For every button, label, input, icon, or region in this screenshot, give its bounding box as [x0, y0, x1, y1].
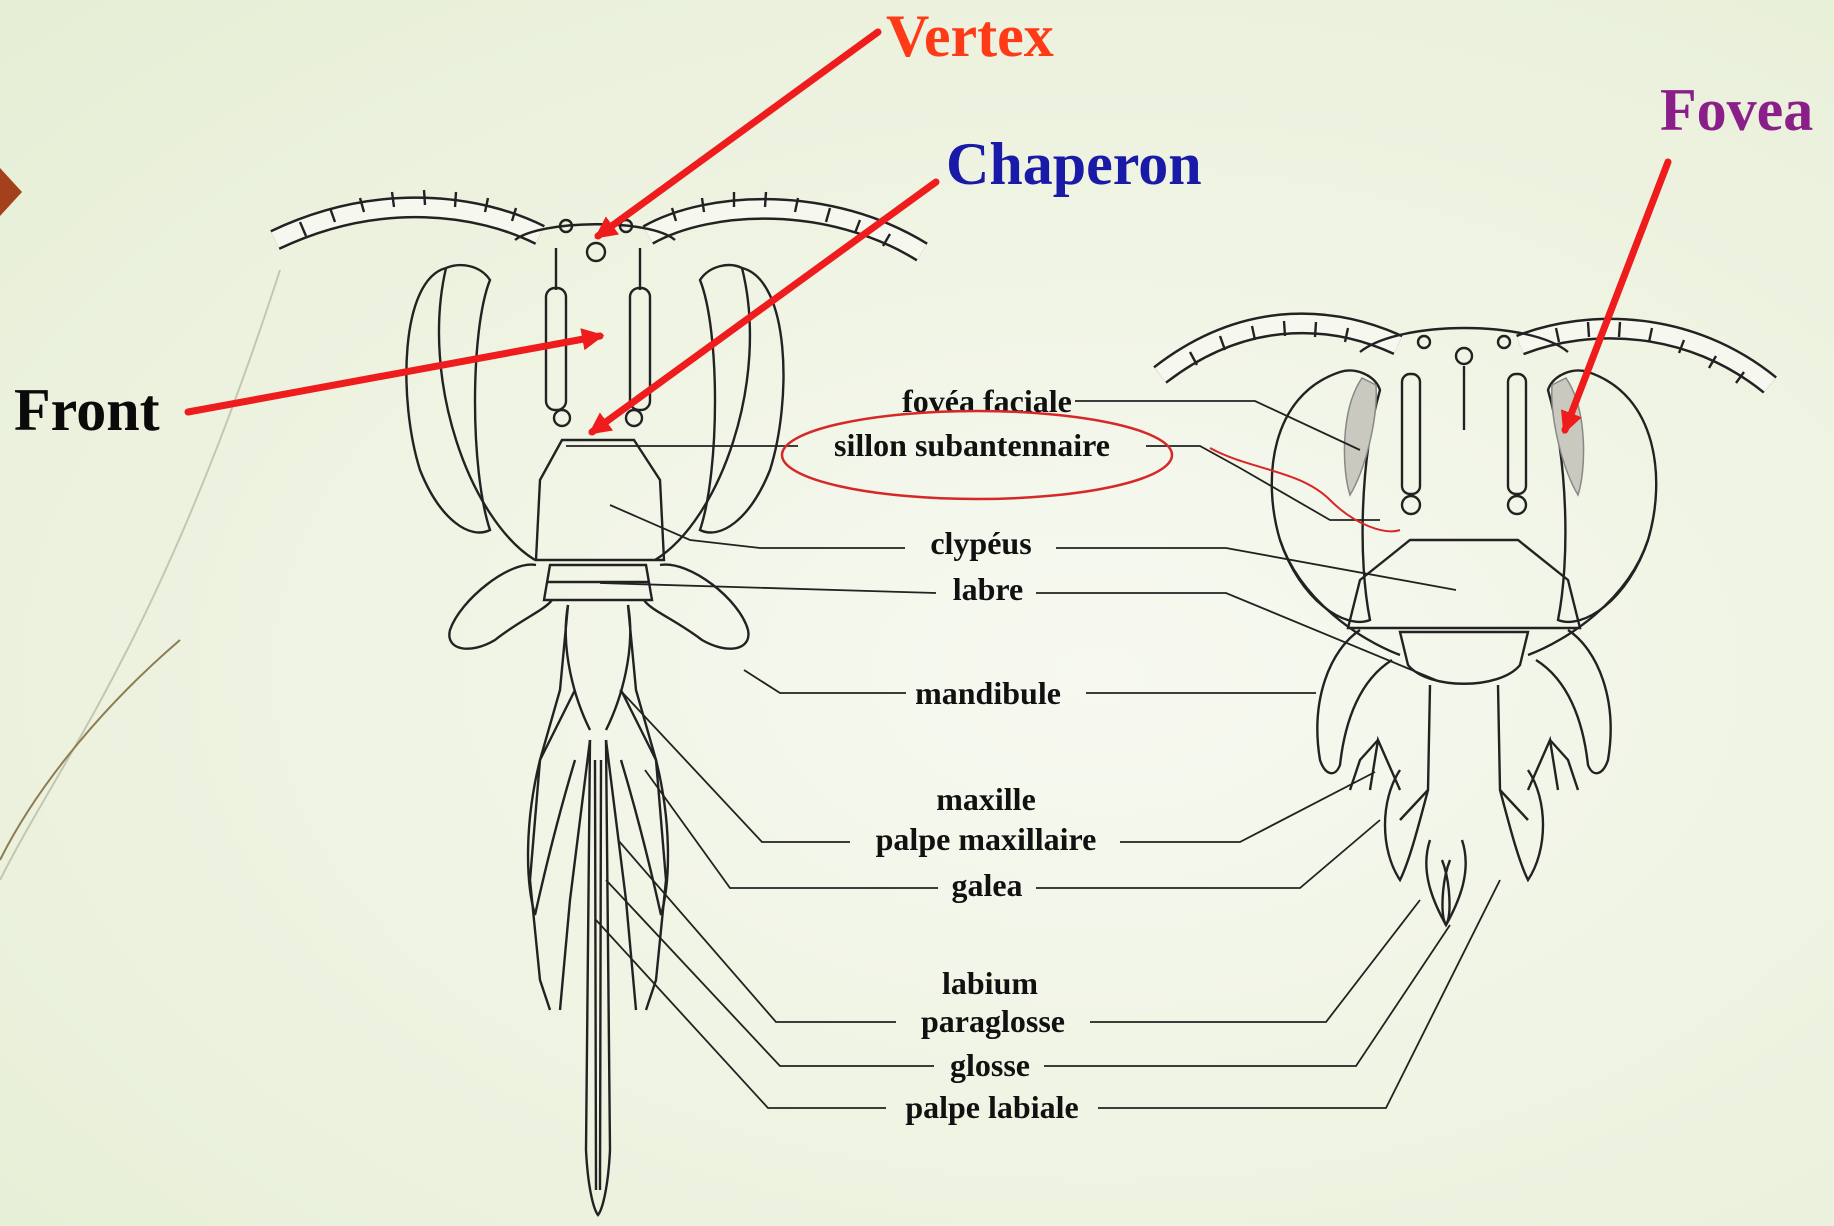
label-glosse: glosse [950, 1047, 1030, 1083]
label-clypeus: clypéus [930, 525, 1031, 561]
label-labium: labium [942, 965, 1038, 1001]
callout-arrows [188, 32, 1668, 432]
highlight-path [1210, 448, 1400, 531]
callout-fovea: Fovea [1660, 80, 1813, 140]
front-arrow [188, 336, 600, 412]
right-head-drawing [1160, 321, 1770, 925]
label-mandibule: mandibule [915, 675, 1061, 711]
slide-decoration [0, 168, 280, 880]
label-palpe-maxillaire: palpe maxillaire [876, 821, 1097, 857]
label-galea: galea [951, 867, 1022, 903]
label-palpe-labiale: palpe labiale [905, 1089, 1078, 1125]
label-maxille: maxille [936, 781, 1036, 817]
label-paraglosse: paraglosse [921, 1003, 1065, 1039]
fovea-arrow [1565, 162, 1668, 430]
label-sillon-subantennaire: sillon subantennaire [834, 427, 1110, 463]
callout-chaperon: Chaperon [946, 134, 1202, 194]
left-head-drawing [275, 190, 922, 1215]
label-labre: labre [953, 571, 1024, 607]
callout-vertex: Vertex [886, 6, 1054, 66]
callout-front: Front [14, 380, 160, 440]
